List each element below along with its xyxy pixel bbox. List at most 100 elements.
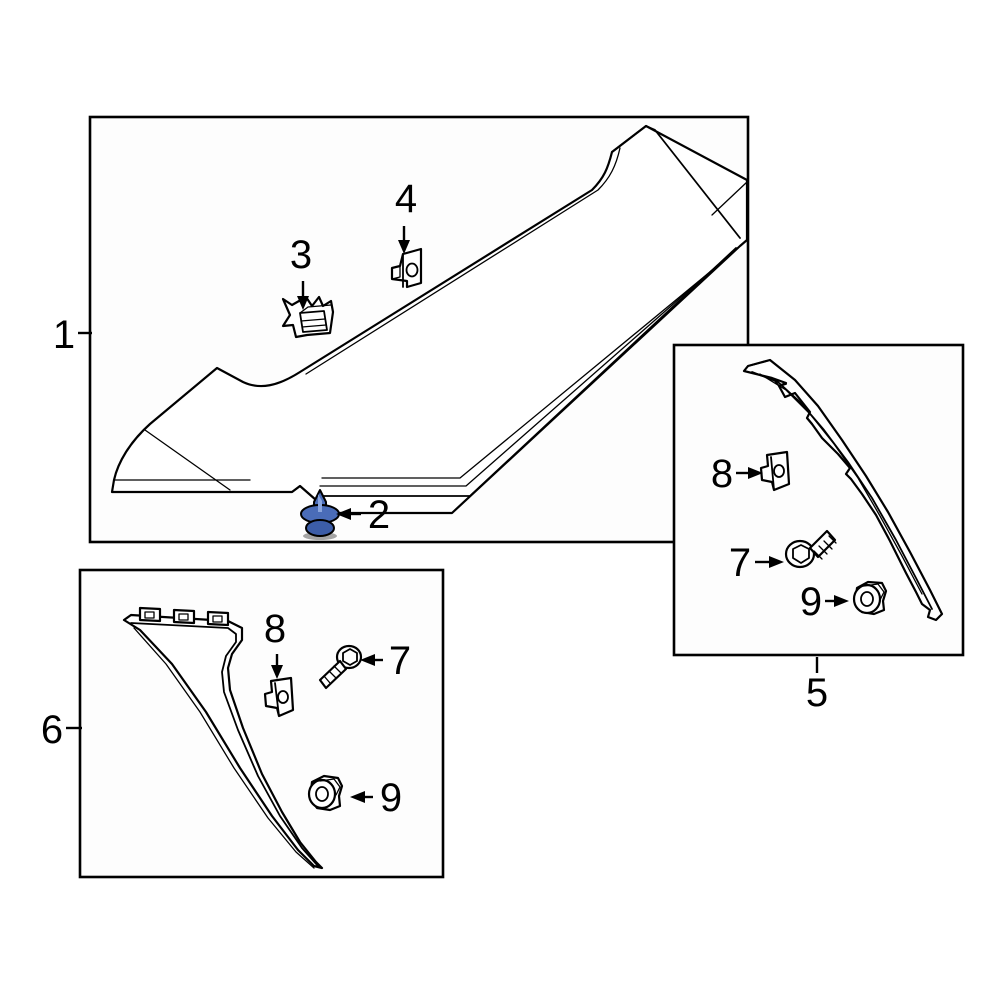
u-nut-panel5-edge bbox=[770, 456, 775, 491]
flange-nut-panel5-top bbox=[863, 583, 885, 601]
panel-5-group[interactable]: 8 7 9 bbox=[672, 343, 965, 657]
push-pin-highlight bbox=[318, 494, 322, 512]
callout-7-panel6-group[interactable]: 7 bbox=[360, 639, 411, 683]
callout-2-arrowhead bbox=[336, 508, 351, 520]
flange-nut-panel6-flange bbox=[307, 778, 337, 810]
u-nut-panel6-body bbox=[263, 676, 295, 718]
callout-1-label: 1 bbox=[53, 313, 75, 357]
trim-molding-tip bbox=[743, 359, 771, 372]
u-nut-4[interactable] bbox=[390, 247, 423, 289]
u-nut-panel5-hole bbox=[773, 464, 785, 478]
callout-9-panel6-group[interactable]: 9 bbox=[350, 776, 402, 820]
callout-9-panel5-label: 9 bbox=[800, 580, 822, 624]
spoiler-right-fold bbox=[611, 125, 647, 153]
retainer-clip-rib-2 bbox=[301, 324, 327, 328]
callout-1-group[interactable]: 1 bbox=[53, 313, 92, 357]
callout-8-panel6-group[interactable]: 8 bbox=[264, 607, 286, 679]
hex-screw-panel5-hex bbox=[792, 544, 810, 564]
panel-6-group[interactable]: 8 7 9 bbox=[78, 568, 445, 879]
hex-screw-panel5-thread-4 bbox=[828, 535, 837, 544]
callout-8-panel5-arrowhead bbox=[748, 467, 763, 479]
left-side-trim-panel[interactable] bbox=[122, 606, 324, 870]
callout-7-panel6-label: 7 bbox=[389, 639, 411, 683]
hex-screw-panel6-thread-2 bbox=[328, 670, 337, 679]
u-nut-panel6-hole bbox=[277, 690, 289, 704]
spoiler-blade-line-inner2 bbox=[321, 261, 723, 479]
spoiler-blade-line-outer bbox=[317, 247, 737, 497]
panel-6-box[interactable] bbox=[78, 568, 445, 879]
u-nut-4-tab bbox=[391, 265, 401, 280]
trim-panel-body bbox=[122, 613, 324, 870]
callout-3-arrowhead bbox=[297, 296, 309, 310]
hex-screw-panel5-shank bbox=[808, 529, 837, 559]
u-nut-panel5[interactable] bbox=[759, 450, 791, 492]
callout-8-panel6-label: 8 bbox=[264, 607, 286, 651]
trim-panel-tabs bbox=[138, 606, 230, 627]
retainer-clip-rib-1 bbox=[300, 318, 326, 322]
flange-nut-panel5-flange bbox=[852, 583, 882, 615]
callout-6-group[interactable]: 6 bbox=[41, 708, 82, 752]
hex-screw-panel6-thread-3 bbox=[333, 665, 342, 674]
u-nut-4-hole bbox=[405, 262, 419, 278]
callout-4-arrowhead bbox=[398, 240, 410, 254]
trim-panel-tab-1-slot bbox=[144, 611, 155, 619]
callout-7-panel6-arrowhead bbox=[360, 654, 375, 666]
callout-9-panel5-arrowhead bbox=[834, 595, 849, 607]
trim-molding-inner-line bbox=[751, 371, 933, 610]
callout-2-group[interactable]: 2 bbox=[336, 493, 390, 537]
callout-9-panel6-label: 9 bbox=[380, 776, 402, 820]
callout-5-label: 5 bbox=[806, 671, 828, 715]
hex-screw-panel6[interactable] bbox=[318, 644, 363, 690]
u-nut-panel6[interactable] bbox=[263, 676, 295, 718]
callout-7-panel5-arrowhead bbox=[769, 556, 784, 568]
callout-8-panel6-arrowhead bbox=[271, 665, 283, 679]
callout-7-panel5-label: 7 bbox=[729, 541, 751, 585]
panel-1-group[interactable]: 3 4 2 bbox=[88, 115, 750, 544]
trim-molding-notch-2 bbox=[784, 392, 796, 398]
retainer-clip-side bbox=[299, 304, 332, 314]
retainer-clip-face bbox=[299, 310, 328, 333]
flange-nut-panel6[interactable] bbox=[307, 774, 344, 812]
flange-nut-panel5[interactable] bbox=[852, 580, 888, 616]
push-pin-lower-flange bbox=[305, 519, 335, 537]
retainer-clip-body bbox=[281, 295, 335, 339]
retainer-clip[interactable] bbox=[281, 295, 335, 339]
spoiler-top-edge-line bbox=[645, 125, 741, 239]
u-nut-panel6-edge bbox=[274, 682, 280, 717]
trim-panel-tab-2 bbox=[172, 608, 196, 625]
spoiler-right-end-line bbox=[711, 181, 748, 216]
callout-3-label: 3 bbox=[290, 233, 312, 277]
callout-8-panel5-group[interactable]: 8 bbox=[711, 452, 763, 496]
right-side-trim-molding[interactable] bbox=[742, 358, 944, 622]
callout-9-panel6-arrowhead bbox=[350, 791, 365, 803]
trim-panel-inner-edge bbox=[130, 622, 319, 867]
callout-3-group[interactable]: 3 bbox=[290, 233, 312, 310]
rear-spoiler-assembly[interactable] bbox=[110, 124, 749, 515]
trim-molding-inner-line-2 bbox=[759, 373, 923, 595]
trim-panel-tab-3 bbox=[206, 610, 230, 627]
callout-9-panel5-group[interactable]: 9 bbox=[800, 580, 849, 624]
flange-nut-panel6-hole bbox=[315, 786, 329, 802]
spoiler-upper-inner-line bbox=[305, 147, 621, 375]
trim-molding-notch-3 bbox=[806, 417, 813, 425]
trim-panel-tab-3-slot bbox=[212, 615, 223, 623]
callout-7-panel5-group[interactable]: 7 bbox=[729, 541, 784, 585]
callout-5-group[interactable]: 5 bbox=[806, 657, 828, 715]
trim-panel-crease bbox=[133, 627, 315, 869]
callout-4-label: 4 bbox=[395, 177, 417, 221]
flange-nut-panel6-top bbox=[319, 778, 341, 796]
hex-screw-panel6-thread-1 bbox=[323, 675, 331, 684]
trim-molding-notch-1 bbox=[774, 380, 787, 387]
trim-panel-tab-1 bbox=[138, 606, 162, 623]
push-pin-clip[interactable] bbox=[300, 489, 340, 540]
spoiler-blade-line-inner bbox=[319, 255, 729, 487]
trim-molding-notch-4 bbox=[845, 473, 852, 480]
u-nut-panel5-body bbox=[759, 450, 791, 492]
hex-screw-panel6-hex bbox=[342, 648, 358, 666]
callout-8-panel5-label: 8 bbox=[711, 452, 733, 496]
panel-5-box[interactable] bbox=[672, 343, 965, 657]
callout-2-label: 2 bbox=[368, 493, 390, 537]
hex-screw-panel5[interactable] bbox=[784, 529, 837, 569]
callout-4-group[interactable]: 4 bbox=[395, 177, 417, 254]
